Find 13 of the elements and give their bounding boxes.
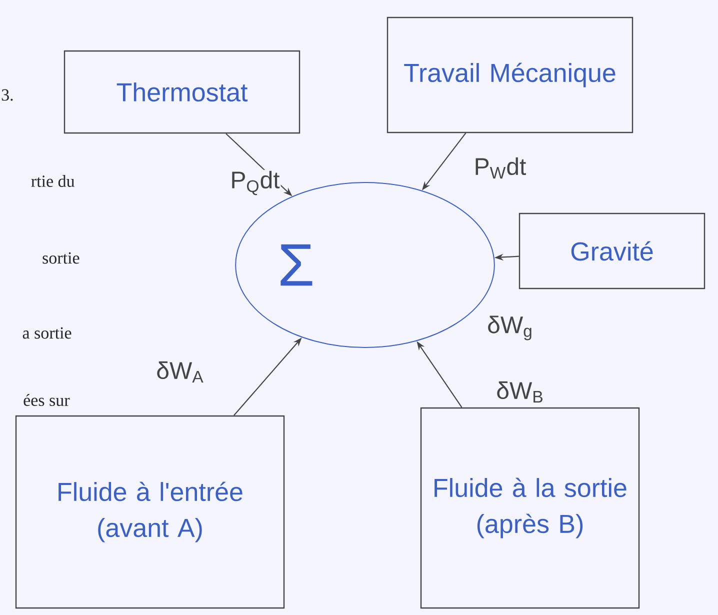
text-fragment: sortie	[42, 252, 80, 264]
text-fragment: a sortie	[22, 327, 72, 339]
process-box: Fluide à l'entrée (avant A)	[15, 415, 285, 609]
edge-label: P$_{Q}$dt	[229, 170, 281, 196]
edge-label: δW$_{A}$	[155, 360, 205, 384]
text-fragment: 3.	[2, 89, 13, 101]
process-box: Gravité	[518, 212, 706, 290]
process-box: Travail Mécanique	[386, 16, 634, 134]
process-box: Fluide à la sortie (après B)	[420, 407, 640, 609]
process-box: Thermostat	[64, 50, 300, 134]
edge-label: δW$_{B}$	[495, 380, 545, 404]
edge-label: P$_{W}$dt	[472, 156, 528, 180]
text-fragment: rtie du	[31, 175, 75, 187]
